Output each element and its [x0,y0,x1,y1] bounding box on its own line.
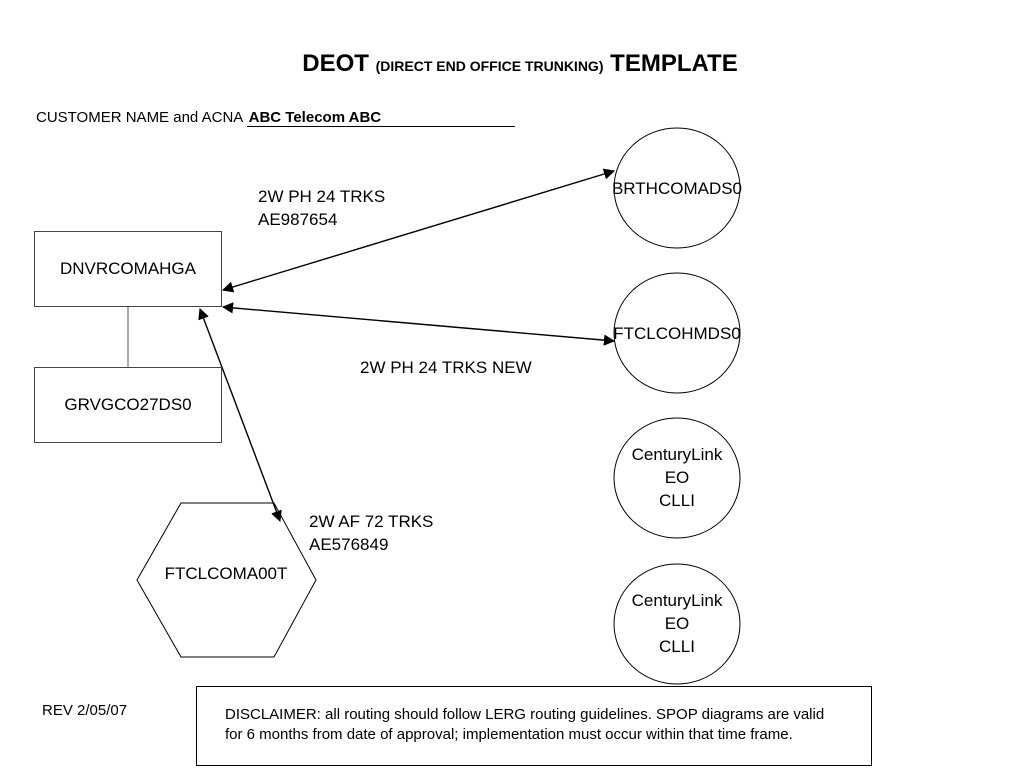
node-ftcl-circle-label: FTCLCOHMDS0 [613,324,741,343]
revision-label: REV 2/05/07 [42,702,128,719]
disclaimer-box: DISCLAIMER: all routing should follow LE… [196,686,872,766]
node-century2-label: CenturyLink EO CLLI [597,589,757,658]
node-century2-line2: EO [664,614,690,633]
title-subtitle: (DIRECT END OFFICE TRUNKING) [375,58,604,74]
node-century2-circle [613,563,741,685]
link-dnvr-ftcl-hex [198,307,282,523]
node-dnvr-box: DNVRCOMAHGA [34,231,222,307]
node-dnvr-label: DNVRCOMAHGA [59,259,196,278]
node-century1-label: CenturyLink EO CLLI [597,443,757,512]
node-grvg-box: GRVGCO27DS0 [34,367,222,443]
page-title: DEOT (DIRECT END OFFICE TRUNKING) TEMPLA… [0,50,1024,78]
link-ftcl-circle-line1: 2W PH 24 TRKS NEW [360,358,532,377]
node-century1-line1: CenturyLink [631,445,723,464]
node-century2-line1: CenturyLink [631,591,723,610]
customer-label: CUSTOMER NAME and ACNA [36,109,243,126]
customer-value: ABC Telecom ABC [246,109,515,127]
link-ftcl-hex-label: 2W AF 72 TRKS AE576849 [309,510,433,556]
link-ftcl-hex-line2: AE576849 [309,535,389,554]
link-ftcl-hex-line1: 2W AF 72 TRKS [309,512,434,531]
customer-line: CUSTOMER NAME and ACNA ABC Telecom ABC [36,109,515,127]
node-grvg-label: GRVGCO27DS0 [64,395,192,414]
node-century1-line3: CLLI [659,491,695,510]
link-brth-line2: AE987654 [258,210,338,229]
link-brth-label: 2W PH 24 TRKS AE987654 [258,185,385,231]
node-century1-circle [613,417,741,539]
link-dnvr-ftcl-circle [221,302,616,346]
link-ftcl-circle-label: 2W PH 24 TRKS NEW [360,356,532,379]
disclaimer-text: DISCLAIMER: all routing should follow LE… [225,706,825,743]
link-dnvr-brth [221,168,616,293]
node-ftcl-hex-label: FTCLCOMA00T [164,564,288,583]
node-brth-label: BRTHCOMADS0 [611,179,743,198]
link-brth-line1: 2W PH 24 TRKS [258,187,386,206]
node-century2-line3: CLLI [659,637,695,656]
title-main: DEOT [302,50,369,77]
node-century1-line2: EO [664,468,690,487]
title-suffix: TEMPLATE [610,50,738,77]
